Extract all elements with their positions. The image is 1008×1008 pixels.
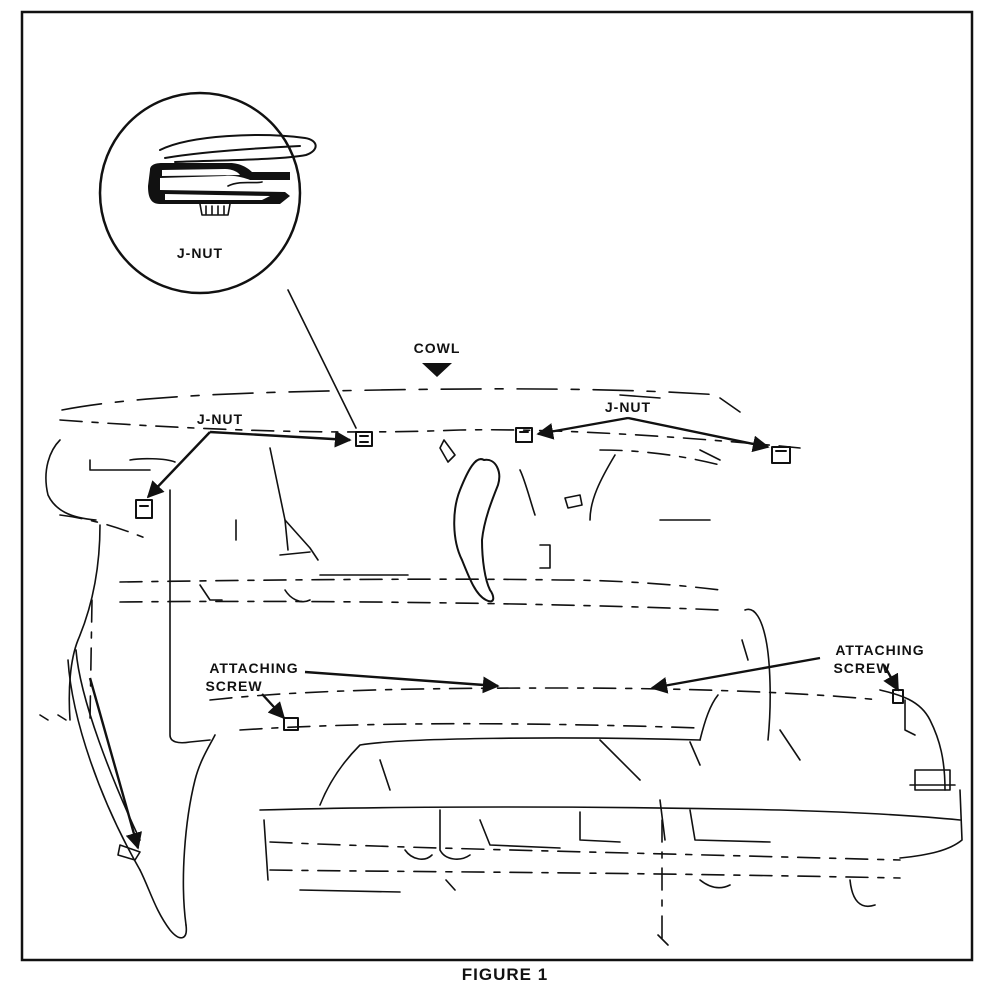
figure-caption: FIGURE 1 bbox=[462, 965, 548, 984]
leader-arrows bbox=[88, 416, 900, 850]
jnut-left-label: J-NUT bbox=[197, 411, 243, 427]
inset-leader-line bbox=[287, 289, 357, 429]
jnut-clip-icon bbox=[148, 134, 317, 216]
attaching-screw-left-label-line1: ATTACHING bbox=[209, 660, 298, 676]
jnut-inset: J-NUT bbox=[98, 91, 357, 429]
jnut-right-arrow-a bbox=[536, 416, 629, 440]
attaching-screw-right-label-line1: ATTACHING bbox=[835, 642, 924, 658]
figure-border bbox=[20, 10, 974, 962]
screw-left-arrow-b bbox=[261, 693, 286, 720]
attaching-screw-left-label-line2: SCREW bbox=[205, 678, 262, 694]
jnut-part-icon bbox=[135, 499, 153, 519]
screw-part-icon bbox=[283, 717, 299, 731]
panel-fasteners bbox=[135, 427, 904, 731]
panel-outline bbox=[39, 388, 963, 946]
jnut-left-arrow-b bbox=[146, 431, 211, 499]
jnut-right-arrow-b bbox=[627, 416, 770, 453]
jnut-part-icon bbox=[515, 427, 533, 443]
jnut-part-icon bbox=[355, 431, 373, 447]
jnut-part-icon bbox=[771, 446, 791, 464]
attaching-screw-right-label-line2: SCREW bbox=[833, 660, 890, 676]
jnut-left-arrow-a bbox=[209, 430, 352, 448]
cowl-arrow-icon bbox=[422, 363, 452, 377]
screw-part-icon bbox=[892, 689, 904, 704]
screw-left-arrow-a bbox=[304, 670, 500, 694]
lower-left-arrow bbox=[88, 677, 142, 850]
cowl-label: COWL bbox=[414, 340, 461, 356]
screw-right-arrow-a bbox=[650, 656, 821, 694]
inset-jnut-label: J-NUT bbox=[177, 245, 223, 261]
screw-right-arrow-b bbox=[882, 664, 900, 692]
jnut-right-label: J-NUT bbox=[605, 399, 651, 415]
inset-circle bbox=[98, 91, 302, 295]
